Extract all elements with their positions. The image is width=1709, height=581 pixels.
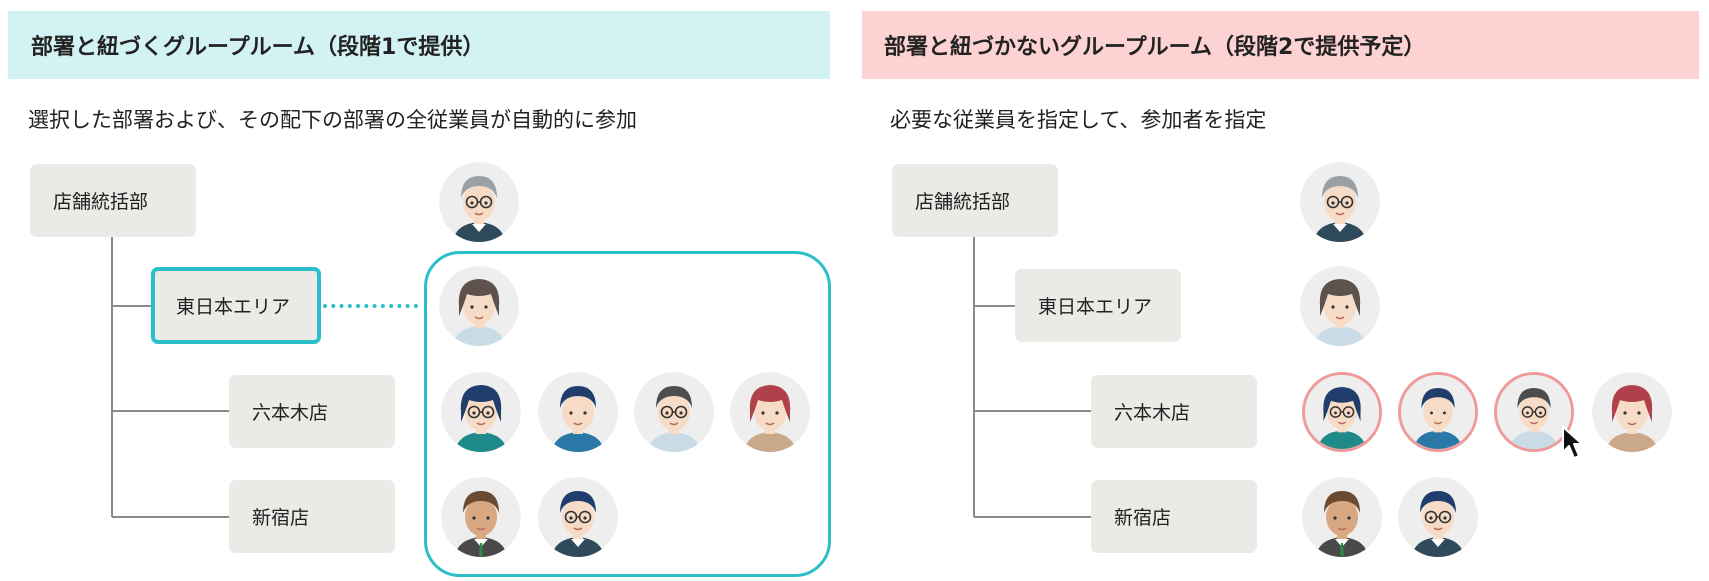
right-header: 部署と紐づかないグループルーム（段階2で提供予定） <box>862 11 1699 79</box>
person-avatar-icon <box>1497 375 1571 449</box>
dept-roppongi[interactable]: 六本木店 <box>229 375 395 448</box>
dept-store-hq[interactable]: 店舗統括部 <box>892 164 1058 237</box>
left-description: 選択した部署および、その配下の部署の全従業員が自動的に参加 <box>28 108 637 132</box>
person-avatar-icon <box>439 266 519 346</box>
avatar-executive <box>1300 162 1380 242</box>
dept-label: 店舗統括部 <box>915 191 1011 213</box>
avatar-roppongi-3-selected[interactable] <box>1494 372 1574 452</box>
person-avatar-icon <box>1305 375 1379 449</box>
avatar-roppongi-2-selected[interactable] <box>1398 372 1478 452</box>
person-avatar-icon <box>730 372 810 452</box>
right-description: 必要な従業員を指定して、参加者を指定 <box>890 108 1267 132</box>
person-avatar-icon <box>634 372 714 452</box>
avatar-shinjuku-1 <box>1302 477 1382 557</box>
dept-label: 六本木店 <box>252 402 329 424</box>
left-header: 部署と紐づくグループルーム（段階1で提供） <box>8 11 830 79</box>
avatar-area-manager <box>439 266 519 346</box>
dept-east-japan-area[interactable]: 東日本エリア <box>1015 269 1181 342</box>
avatar-roppongi-3 <box>634 372 714 452</box>
mouse-pointer-icon <box>1562 426 1583 459</box>
dept-label: 六本木店 <box>1114 402 1191 424</box>
person-avatar-icon <box>441 372 521 452</box>
dept-label: 東日本エリア <box>1038 296 1153 318</box>
person-avatar-icon <box>538 372 618 452</box>
dept-label: 東日本エリア <box>176 296 291 318</box>
dept-east-japan-area[interactable]: 東日本エリア <box>151 267 321 344</box>
right-panel: 部署と紐づかないグループルーム（段階2で提供予定） 必要な従業員を指定して、参加… <box>862 0 1699 581</box>
right-tree-lines <box>973 237 1091 518</box>
person-avatar-icon <box>1592 372 1672 452</box>
dept-shinjuku[interactable]: 新宿店 <box>1091 480 1257 553</box>
person-avatar-icon <box>1398 477 1478 557</box>
dept-label: 新宿店 <box>252 507 310 529</box>
person-avatar-icon <box>441 477 521 557</box>
left-panel: 部署と紐づくグループルーム（段階1で提供） 選択した部署および、その配下の部署の… <box>0 0 831 581</box>
avatar-roppongi-2 <box>538 372 618 452</box>
dept-label: 店舗統括部 <box>53 191 149 213</box>
avatar-shinjuku-2 <box>1398 477 1478 557</box>
person-avatar-icon <box>439 162 519 242</box>
avatar-shinjuku-1 <box>441 477 521 557</box>
group-connector-dotted <box>323 304 418 308</box>
avatar-roppongi-1-selected[interactable] <box>1302 372 1382 452</box>
avatar-roppongi-1 <box>441 372 521 452</box>
person-avatar-icon <box>1302 477 1382 557</box>
group-room-box <box>424 251 831 577</box>
person-avatar-icon <box>1300 162 1380 242</box>
person-avatar-icon <box>538 477 618 557</box>
dept-shinjuku[interactable]: 新宿店 <box>229 480 395 553</box>
dept-label: 新宿店 <box>1114 507 1172 529</box>
person-avatar-icon <box>1401 375 1475 449</box>
avatar-shinjuku-2 <box>538 477 618 557</box>
left-tree-lines <box>111 237 229 518</box>
right-title: 部署と紐づかないグループルーム（段階2で提供予定） <box>884 35 1426 60</box>
dept-roppongi[interactable]: 六本木店 <box>1091 375 1257 448</box>
avatar-roppongi-4[interactable] <box>1592 372 1672 452</box>
person-avatar-icon <box>1300 266 1380 346</box>
avatar-executive <box>439 162 519 242</box>
avatar-roppongi-4 <box>730 372 810 452</box>
left-title: 部署と紐づくグループルーム（段階1で提供） <box>31 35 485 60</box>
avatar-area-manager <box>1300 266 1380 346</box>
dept-store-hq[interactable]: 店舗統括部 <box>30 164 196 237</box>
